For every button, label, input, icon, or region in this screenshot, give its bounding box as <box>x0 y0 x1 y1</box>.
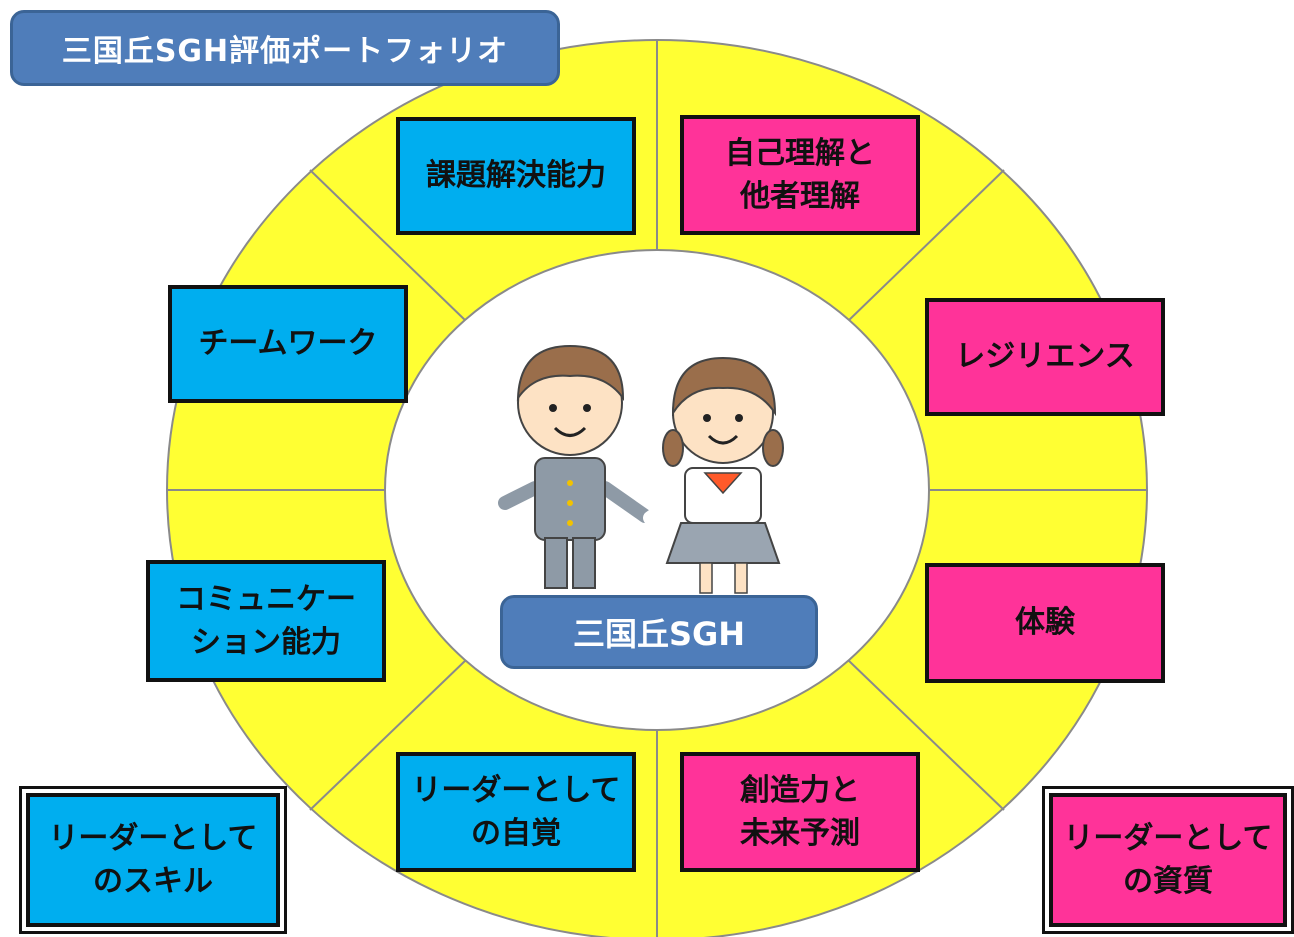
box-leader-jikaku: リーダーとして の自覚 <box>396 752 636 872</box>
box-teamwork: チームワーク <box>168 285 408 403</box>
divider-upper-left <box>309 169 468 323</box>
ring-dividers <box>167 40 1147 937</box>
two-students-icon <box>498 344 787 594</box>
box-resilience: レジリエンス <box>925 298 1165 416</box>
portfolio-title: 三国丘SGH評価ポートフォリオ <box>10 10 560 86</box>
box-leader-shishitsu: リーダーとして の資質 <box>1042 786 1294 934</box>
girl-student <box>643 356 787 594</box>
divider-lower-right <box>846 658 1005 811</box>
box-communication: コミュニケー ション能力 <box>146 560 386 682</box>
divider-upper-right <box>846 169 1005 323</box>
box-jiko-rikai: 自己理解と 他者理解 <box>680 115 920 235</box>
box-souzou-ryoku: 創造力と 未来予測 <box>680 752 920 872</box>
box-taiken: 体験 <box>925 563 1165 683</box>
box-kadai-kaiketsu: 課題解決能力 <box>396 117 636 235</box>
center-label: 三国丘SGH <box>500 595 818 669</box>
divider-lower-left <box>309 658 468 811</box>
box-leader-skill: リーダーとして のスキル <box>19 786 287 934</box>
boy-student <box>498 344 652 589</box>
